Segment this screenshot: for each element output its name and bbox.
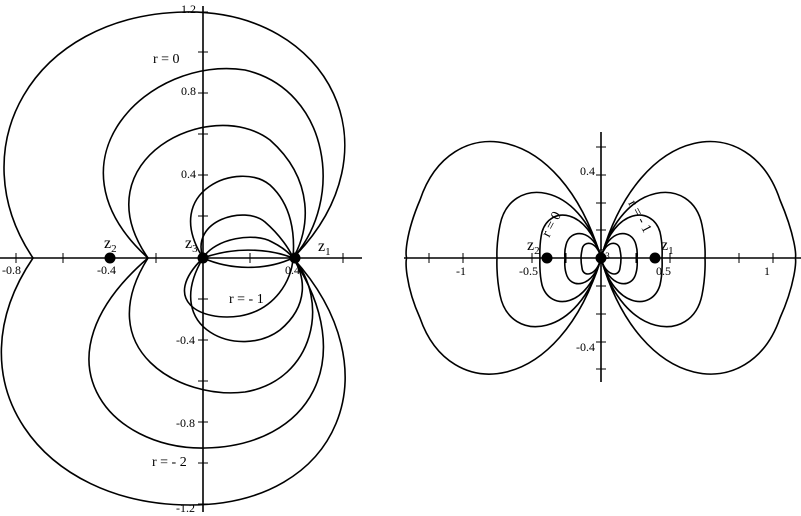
- left-curve-outer-upper: [3, 11, 346, 259]
- left-curve-4-lower: [189, 257, 304, 343]
- left-y-tick-label: 0.8: [181, 84, 196, 98]
- left-label-r-zero: r = 0: [153, 52, 180, 67]
- left-curve-2-lower: [88, 257, 325, 449]
- right-panel: -1 -0.5 0.5 1 0.4 -0.4 z2 z3 z1 r = 0 r …: [404, 132, 801, 382]
- left-point-z2: [104, 252, 116, 264]
- left-curve-7-upper: [202, 249, 294, 259]
- left-point-label-z2: z2: [104, 235, 117, 255]
- right-point-z1: [649, 252, 661, 264]
- right-point-label-z1: z1: [661, 237, 674, 257]
- left-point-z1: [289, 252, 301, 264]
- left-curve-6-upper: [202, 236, 294, 259]
- left-x-tick-label: -0.4: [97, 263, 116, 277]
- left-curve-2-upper: [102, 67, 324, 259]
- right-x-tick-label: -0.5: [519, 264, 538, 278]
- left-curves-lower: [0, 257, 346, 506]
- left-label-r-minus-two: r = - 2: [152, 455, 187, 470]
- left-y-tick-label: 0.4: [181, 167, 196, 181]
- left-curve-6-lower: [202, 257, 294, 269]
- left-label-r-minus-one: r = - 1: [229, 292, 264, 307]
- left-point-label-z3: z3: [185, 235, 198, 255]
- left-y-tick-label: -0.8: [176, 416, 195, 430]
- right-y-tick-label: -0.4: [576, 340, 595, 354]
- left-curve-outer-lower: [0, 257, 346, 506]
- right-point-z3: [595, 252, 607, 264]
- right-point-z2: [541, 252, 553, 264]
- left-curve-3-upper: [128, 124, 307, 259]
- left-curve-3-lower: [128, 257, 314, 394]
- left-y-tick-label: -1.2: [176, 501, 195, 515]
- left-x-tick-label: 0.4: [285, 263, 300, 277]
- left-panel: -0.8 -0.4 0.4 1.2 0.8 0.4 -0.4 -0.8 -1.2…: [0, 2, 362, 515]
- right-label-r-zero: r = 0: [539, 209, 565, 239]
- right-x-tick-label: 0.5: [656, 264, 671, 278]
- left-y-tick-label: -0.4: [176, 333, 195, 347]
- right-point-label-z3: z3: [599, 245, 610, 261]
- left-curve-5-lower: [183, 257, 294, 318]
- left-curves-upper: [3, 11, 346, 259]
- left-point-label-z1: z1: [318, 238, 331, 258]
- right-point-label-z2: z2: [527, 237, 540, 257]
- left-point-z3: [197, 252, 209, 264]
- left-curve-5-upper: [200, 214, 294, 259]
- right-y-tick-label: 0.4: [580, 164, 595, 178]
- left-x-tick-label: -0.8: [2, 263, 21, 277]
- right-x-tick-label: 1: [764, 264, 770, 278]
- left-y-tick-label: 1.2: [181, 2, 196, 16]
- right-x-tick-label: -1: [456, 264, 466, 278]
- left-curve-4-upper: [189, 175, 295, 259]
